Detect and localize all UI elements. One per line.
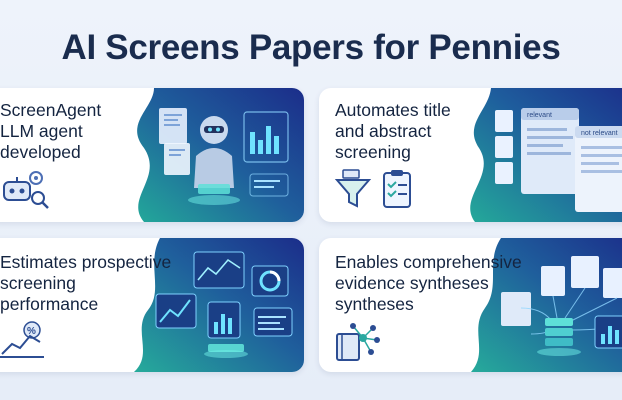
card-line: performance [0,294,99,314]
funnel-documents-icon [334,169,372,208]
clipboard-checklist-icon [383,170,411,208]
card-line: syntheses [335,294,414,314]
card-line: developed [0,142,81,162]
ai-robot-documents-illustration [137,88,304,222]
robot-gear-magnifier-icon [3,171,49,209]
card-line: ScreenAgent [0,100,102,120]
card-line: evidence syntheses [335,273,489,293]
document-windows-illustration: relevant not relevant [470,88,622,222]
card-evidence-syntheses: Enables comprehensive evidence syntheses… [319,238,622,372]
card-line: LLM agent [0,121,83,141]
not-relevant-label: not relevant [581,130,618,137]
percent-chart-icon: % [0,321,44,358]
book-network-icon [336,323,380,361]
data-stack-network-illustration [471,238,622,372]
page-title: AI Screens Papers for Pennies [61,28,561,67]
card-line: and abstract [335,121,432,141]
analytics-dashboard-illustration [134,238,304,372]
card-line: screening [0,273,76,293]
card-line: Enables comprehensive [335,252,522,272]
svg-text:%: % [27,326,36,337]
card-automates-screening: relevant not relevant Automates title an… [319,88,622,222]
relevant-label: relevant [527,112,552,119]
card-line: screening [335,142,411,162]
card-line: Estimates prospective [0,252,172,272]
card-estimates-performance: Estimates prospective screening performa… [0,238,304,372]
card-screenagent: ScreenAgent LLM agent developed [0,88,304,222]
card-line: Automates title [335,100,451,120]
